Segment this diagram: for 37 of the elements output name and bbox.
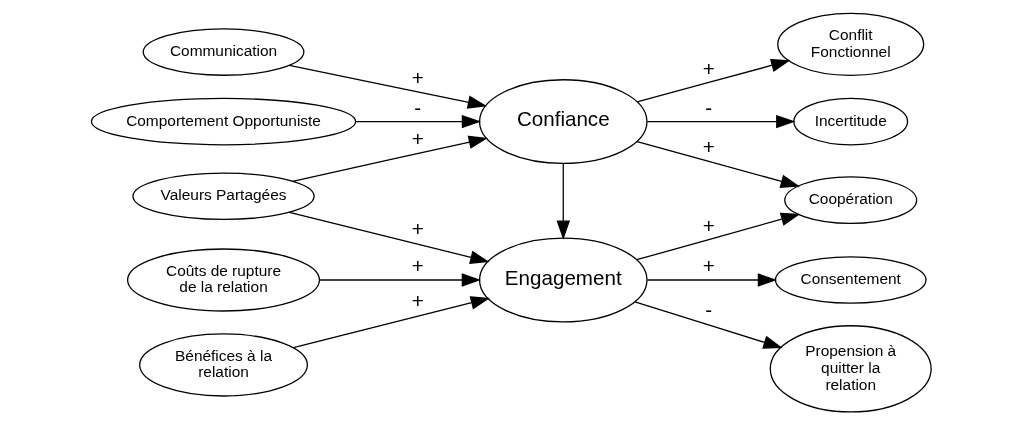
arrow [318, 273, 482, 287]
edge-label: - [414, 95, 422, 119]
node-ellipse: Conflit Fonctionnel [777, 12, 925, 76]
arrow [288, 64, 488, 109]
arrow [636, 140, 800, 188]
node-ellipse: Comportement Opportuniste [90, 97, 357, 146]
arrow [636, 58, 791, 103]
edge-label: + [411, 254, 424, 278]
node-ellipse: Confiance [478, 79, 648, 165]
edge-label: + [411, 126, 424, 150]
edge-label: + [411, 216, 424, 240]
arrow [646, 273, 778, 287]
edge-label: - [705, 298, 713, 322]
arrow [556, 163, 571, 240]
edge-label: + [702, 214, 715, 238]
edge-label: + [702, 57, 715, 81]
edge-label: + [702, 254, 715, 278]
node-ellipse: Coopération [784, 176, 918, 224]
node-ellipse: Valeurs Partagées [132, 172, 315, 221]
node-ellipse: Bénéfices à la relation [139, 333, 309, 397]
node-ellipse: Incertitude [793, 97, 909, 146]
arrow [355, 114, 482, 129]
arrow [292, 135, 488, 182]
arrow [646, 114, 796, 129]
arrow [288, 211, 490, 264]
arrow [634, 301, 783, 349]
edge-label: + [702, 134, 715, 158]
arrow [292, 296, 491, 349]
node-ellipse: Engagement [478, 237, 648, 323]
arrow [636, 212, 801, 261]
edge-label: - [705, 95, 713, 119]
node-ellipse: Consentement [774, 256, 927, 304]
node-ellipse: Coûts de rupture de la relation [126, 248, 321, 312]
node-ellipse: Propension à quitter la relation [769, 325, 932, 413]
node-ellipse: Communication [142, 28, 305, 76]
edge-label: + [411, 66, 424, 90]
edge-label: + [411, 289, 424, 313]
